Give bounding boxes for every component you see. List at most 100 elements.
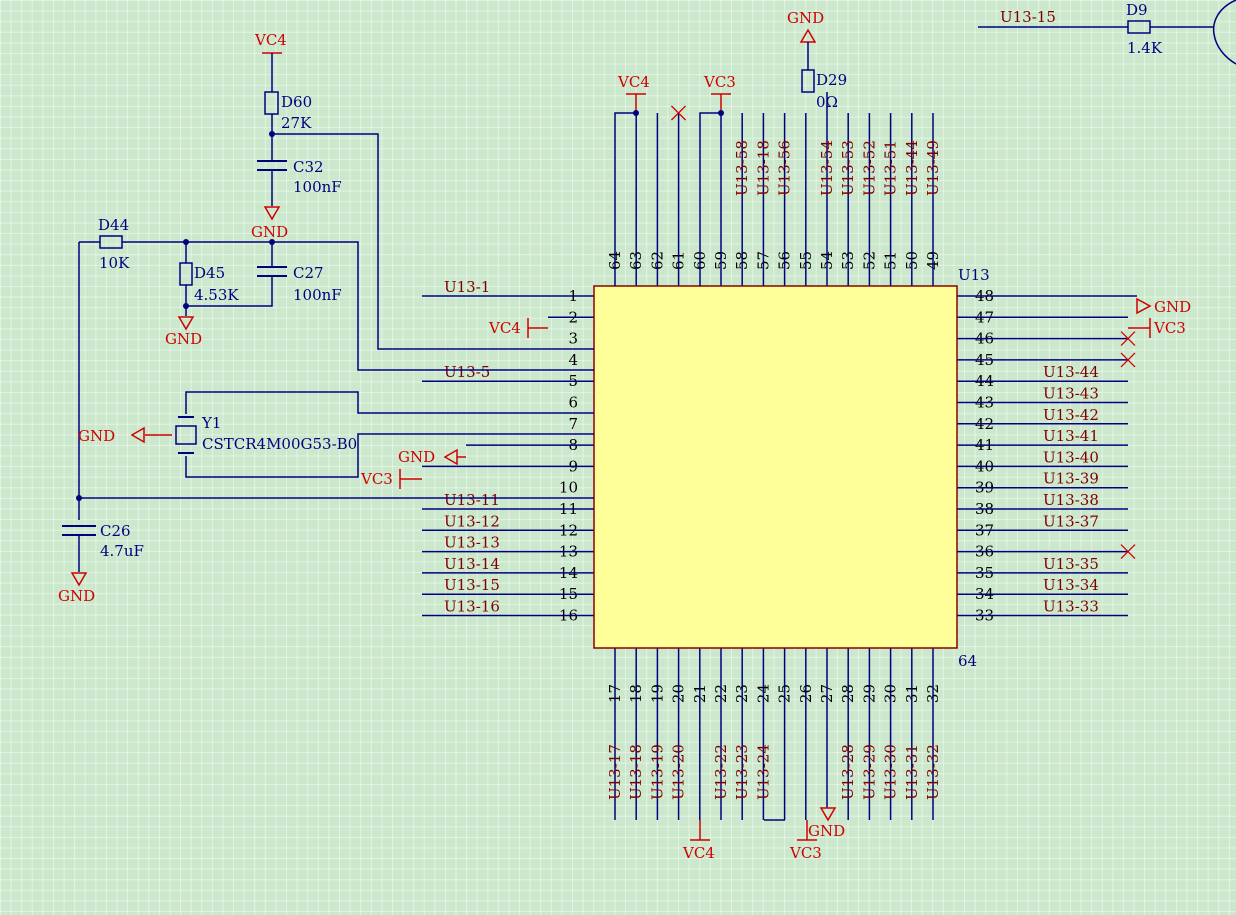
c27-ref: C27 bbox=[293, 264, 324, 282]
vc4-label-d60: VC4 bbox=[254, 31, 287, 49]
net-label-left-1: U13-1 bbox=[444, 278, 490, 296]
net-label-bottom-32: U13-32 bbox=[924, 744, 942, 800]
d44-ref: D44 bbox=[98, 216, 129, 234]
net-label-bottom-23: U13-23 bbox=[733, 744, 751, 800]
net-label-left-15: U13-15 bbox=[444, 576, 500, 594]
d9-partial-symbol bbox=[1212, 0, 1236, 65]
net-label-left-14: U13-14 bbox=[444, 555, 500, 573]
net-label-bottom-29: U13-29 bbox=[860, 744, 878, 800]
crystal-y1[interactable]: Y1 CSTCR4M00G53-B0 bbox=[145, 414, 357, 454]
net-label-right-35: U13-35 bbox=[1043, 555, 1099, 573]
net-label-top-50: U13-44 bbox=[903, 140, 921, 196]
net-label-top-51: U13-51 bbox=[882, 140, 900, 196]
vc3-symbol-bottom: VC3 bbox=[789, 820, 822, 862]
net-label-bottom-31: U13-31 bbox=[903, 744, 921, 800]
capacitor-c26[interactable]: C26 4.7uF bbox=[62, 522, 144, 572]
resistor-d44[interactable]: D44 10K bbox=[98, 216, 130, 272]
net-label-bottom-20: U13-20 bbox=[670, 744, 688, 800]
gnd-label-pin48: GND bbox=[1154, 298, 1191, 316]
net-label-right-40: U13-40 bbox=[1043, 448, 1099, 466]
junction-pin63 bbox=[633, 110, 639, 116]
net-label-top-57: U13-18 bbox=[754, 140, 772, 196]
resistor-d45[interactable]: D45 4.53K bbox=[179, 262, 239, 304]
pin-number-left-7: 7 bbox=[568, 415, 578, 433]
net-label-right-39: U13-39 bbox=[1043, 470, 1099, 488]
wire-d60-pin3 bbox=[272, 133, 594, 350]
gnd-label-y1: GND bbox=[78, 427, 115, 445]
vc4-symbol-bottom: VC4 bbox=[682, 820, 715, 862]
resistor-d29[interactable]: D29 0Ω bbox=[801, 69, 847, 111]
net-label-bottom-22: U13-22 bbox=[712, 744, 730, 800]
chip-body[interactable] bbox=[593, 285, 958, 649]
gnd-label-pin8: GND bbox=[398, 448, 435, 466]
vc3-label-top: VC3 bbox=[703, 73, 736, 91]
net-label-right-33: U13-33 bbox=[1043, 598, 1099, 616]
net-label-right-37: U13-37 bbox=[1043, 512, 1099, 530]
gnd-symbol-d45: GND bbox=[165, 316, 202, 348]
vc3-symbol-top: VC3 bbox=[703, 73, 736, 113]
net-label-left-5: U13-5 bbox=[444, 363, 490, 381]
d29-ref: D29 bbox=[816, 71, 847, 89]
gnd-symbol-c32: GND bbox=[251, 206, 288, 241]
wire-y1-top bbox=[185, 391, 594, 414]
vc3-label-bottom: VC3 bbox=[789, 844, 822, 862]
net-label-left-13: U13-13 bbox=[444, 534, 500, 552]
c26-ref: C26 bbox=[100, 522, 131, 540]
gnd-label-d29: GND bbox=[787, 9, 824, 27]
vc3-symbol-pin9: VC3 bbox=[360, 469, 422, 489]
net-label-top-53: U13-53 bbox=[839, 140, 857, 196]
net-label-right-38: U13-38 bbox=[1043, 491, 1099, 509]
c27-value: 100nF bbox=[293, 286, 342, 304]
y1-ref: Y1 bbox=[201, 414, 221, 432]
resistor-d60[interactable]: D60 27K bbox=[264, 91, 312, 160]
wire-pin64-63 bbox=[614, 112, 636, 286]
pin-number-left-6: 6 bbox=[568, 394, 578, 412]
no-connect-top-61 bbox=[671, 105, 687, 121]
junction-pin59 bbox=[718, 110, 724, 116]
pin-number-left-4: 4 bbox=[568, 351, 578, 369]
pin-number-left-10: 10 bbox=[559, 479, 578, 497]
wire-d44-pin4 bbox=[122, 241, 594, 371]
vc3-label-pin47: VC3 bbox=[1153, 319, 1186, 337]
no-connect-right-46 bbox=[1120, 331, 1136, 347]
c32-value: 100nF bbox=[293, 178, 342, 196]
gnd-symbol-c26: GND bbox=[58, 572, 95, 605]
net-label-top-54: U13-54 bbox=[818, 140, 836, 196]
net-label-bottom-30: U13-30 bbox=[882, 744, 900, 800]
net-label-bottom-19: U13-19 bbox=[648, 744, 666, 800]
net-label-bottom-28: U13-28 bbox=[839, 744, 857, 800]
d9-net-label: U13-15 bbox=[1000, 8, 1056, 26]
net-label-right-34: U13-34 bbox=[1043, 576, 1099, 594]
net-label-top-52: U13-52 bbox=[860, 140, 878, 196]
d45-value: 4.53K bbox=[194, 286, 239, 304]
d9-ref: D9 bbox=[1126, 1, 1148, 19]
resistor-d9[interactable]: D9 1.4K bbox=[1126, 1, 1214, 57]
vc4-label-bottom: VC4 bbox=[682, 844, 715, 862]
net-label-left-12: U13-12 bbox=[444, 512, 500, 530]
vc4-symbol-pin2: VC4 bbox=[488, 318, 548, 338]
gnd-symbol-d29: GND bbox=[787, 9, 824, 70]
d60-ref: D60 bbox=[281, 93, 312, 111]
vc4-label-pin2: VC4 bbox=[488, 319, 521, 337]
d45-ref: D45 bbox=[194, 264, 225, 282]
no-connect-right-45 bbox=[1120, 352, 1136, 368]
capacitor-c27[interactable]: C27 100nF bbox=[257, 264, 342, 304]
net-label-left-16: U13-16 bbox=[444, 598, 500, 616]
d29-value: 0Ω bbox=[816, 93, 838, 111]
net-label-left-11: U13-11 bbox=[444, 491, 500, 509]
net-label-top-49: U13-49 bbox=[924, 140, 942, 196]
net-label-bottom-17: U13-17 bbox=[606, 744, 624, 800]
c26-value: 4.7uF bbox=[100, 542, 144, 560]
gnd-label-c26: GND bbox=[58, 587, 95, 605]
c32-ref: C32 bbox=[293, 158, 324, 176]
vc4-symbol-d60: VC4 bbox=[254, 31, 287, 92]
chip-corner-label: 64 bbox=[958, 652, 977, 670]
gnd-label-bottom: GND bbox=[808, 822, 845, 840]
capacitor-c32[interactable]: C32 100nF bbox=[257, 158, 342, 206]
d44-value: 10K bbox=[99, 254, 130, 272]
net-label-bottom-24: U13-24 bbox=[754, 744, 772, 800]
vc4-symbol-top: VC4 bbox=[617, 73, 650, 113]
no-connect-right-36 bbox=[1120, 544, 1136, 560]
